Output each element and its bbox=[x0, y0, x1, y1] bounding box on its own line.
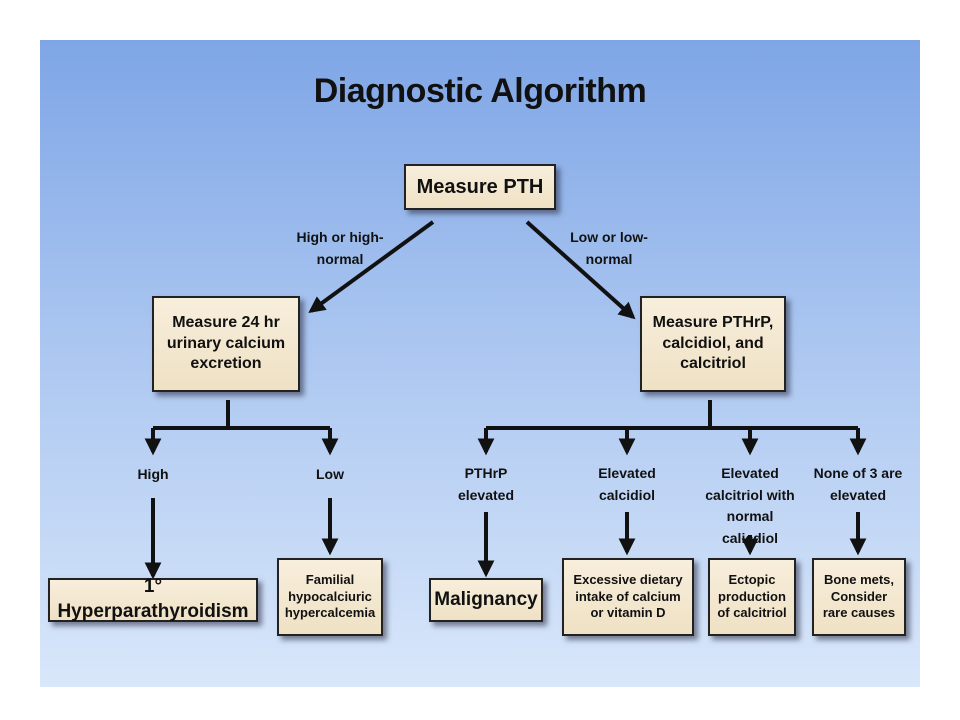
node-ectopic: Ectopic production of calcitriol bbox=[708, 558, 796, 636]
label-high: High bbox=[137, 466, 169, 482]
label-pthrp-elevated: PTHrP elevated bbox=[457, 465, 515, 503]
node-bone-mets: Bone mets, Consider rare causes bbox=[812, 558, 906, 636]
node-fhh: Familial hypocalciuric hypercalcemia bbox=[277, 558, 383, 636]
label-elevated-calcitriol: Elevated calcitriol with normal calicdio… bbox=[705, 465, 795, 547]
node-excessive-intake-text: Excessive dietary intake of calcium or v… bbox=[573, 571, 683, 621]
diagram-title: Diagnostic Algorithm bbox=[313, 72, 647, 110]
label-low: Low bbox=[316, 466, 344, 482]
node-ectopic-text: Ectopic production of calcitriol bbox=[717, 571, 787, 621]
edge-pth-to-urinary bbox=[308, 220, 435, 313]
node-measure-pth-text: Measure PTH bbox=[416, 176, 544, 198]
node-hyperparathyroidism-text: 1° Hyperparathyroidism bbox=[57, 576, 249, 622]
node-measure-urinary-text: Measure 24 hr urinary calcium excretion bbox=[166, 313, 286, 373]
label-high-normal: High or high-normal bbox=[296, 229, 384, 267]
node-hyperparathyroidism: 1° Hyperparathyroidism bbox=[48, 576, 258, 622]
node-bone-mets-text: Bone mets, Consider rare causes bbox=[822, 571, 896, 621]
node-malignancy: Malignancy bbox=[429, 578, 543, 622]
node-malignancy-text: Malignancy bbox=[434, 588, 538, 610]
label-elevated-calcidiol: Elevated calcidiol bbox=[598, 465, 656, 503]
label-none-elevated: None of 3 are elevated bbox=[813, 465, 903, 503]
node-measure-pth: Measure PTH bbox=[404, 164, 556, 210]
slide-background: Diagnostic Algorithm bbox=[40, 40, 920, 687]
node-fhh-text: Familial hypocalciuric hypercalcemia bbox=[284, 571, 376, 621]
node-measure-pthrp: Measure PTHrP, calcidiol, and calcitriol bbox=[640, 296, 786, 392]
connector-lines bbox=[144, 220, 867, 580]
node-excessive-intake: Excessive dietary intake of calcium or v… bbox=[562, 558, 694, 636]
label-low-normal: Low or low-normal bbox=[570, 229, 648, 267]
node-measure-pthrp-text: Measure PTHrP, calcidiol, and calcitriol bbox=[652, 313, 774, 373]
edge-pth-to-pthrp bbox=[525, 220, 636, 320]
node-measure-urinary: Measure 24 hr urinary calcium excretion bbox=[152, 296, 300, 392]
